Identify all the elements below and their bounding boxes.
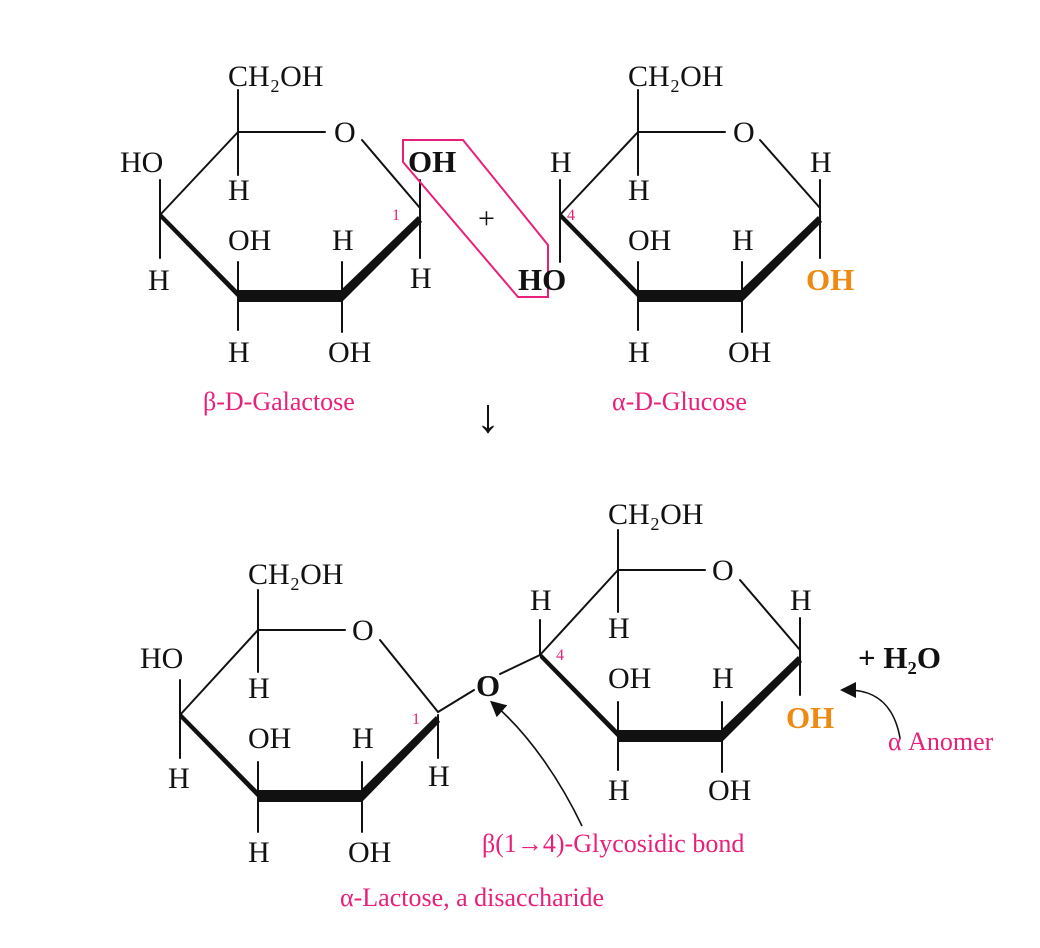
plus-sign: + bbox=[478, 202, 495, 235]
glc-c4-h: H bbox=[550, 146, 572, 179]
lac-glc-c3-oh: OH bbox=[608, 662, 651, 695]
lac-glc-c2-h: H bbox=[712, 662, 734, 695]
gal-carbon-number: 1 bbox=[392, 207, 400, 224]
lac-gal-c2-h: H bbox=[352, 722, 374, 755]
gal-c3-h: H bbox=[228, 336, 250, 369]
glc-caption: α-D-Glucose bbox=[612, 387, 747, 416]
gal-c2-h: H bbox=[332, 224, 354, 257]
glc-carbon-number: 4 bbox=[567, 207, 575, 224]
gal-c1-oh: OH bbox=[408, 144, 456, 179]
glc-c4-ho: HO bbox=[518, 262, 566, 297]
glycosidic-bond-pointer-arrow bbox=[490, 700, 583, 827]
lac-gal-c1-h: H bbox=[428, 760, 450, 793]
gal-caption: β-D-Galactose bbox=[203, 387, 355, 416]
water-product: + H₂O bbox=[858, 640, 941, 675]
gal-c5-h: H bbox=[228, 174, 250, 207]
lactose-structure: CH₂OH O HO H OH H H H H OH 1 O CH₂OH O H… bbox=[140, 498, 994, 912]
lac-glc-c1-h: H bbox=[790, 584, 812, 617]
galactose-structure: CH₂OH O HO H OH H H OH H H OH 1 β-D-Gala… bbox=[120, 60, 456, 416]
glc-c5-h: H bbox=[628, 174, 650, 207]
gal-ch2oh: CH₂OH bbox=[228, 60, 323, 93]
lac-gal-c4-h: H bbox=[168, 762, 190, 795]
lac-gal-c4-ho: HO bbox=[140, 642, 183, 675]
reaction-arrow: ↓ bbox=[476, 390, 500, 443]
lac-gal-c3-h: H bbox=[248, 836, 270, 869]
lac-glc-c1-oh-anomeric: OH bbox=[786, 700, 834, 735]
glc-c2-oh: OH bbox=[728, 336, 771, 369]
gal-c2-oh: OH bbox=[328, 336, 371, 369]
lac-gal-carbon-number: 1 bbox=[412, 711, 420, 728]
lac-gal-c3-oh: OH bbox=[248, 722, 291, 755]
gal-c1-h: H bbox=[410, 262, 432, 295]
lac-gal-ring-oxygen: O bbox=[352, 614, 374, 647]
gal-c4-h: H bbox=[148, 264, 170, 297]
anomer-pointer-arrow bbox=[840, 682, 901, 739]
glc-c2-h: H bbox=[732, 224, 754, 257]
glucose-structure: CH₂OH O H H H OH H HO OH H OH 4 α-D-Gluc… bbox=[518, 60, 854, 416]
lac-gal-c5-h: H bbox=[248, 672, 270, 705]
lac-gal-c2-oh: OH bbox=[348, 836, 391, 869]
gal-c4-ho: HO bbox=[120, 146, 163, 179]
lac-glc-c4-h: H bbox=[530, 584, 552, 617]
gal-c3-oh: OH bbox=[228, 224, 271, 257]
lactose-caption: α-Lactose, a disaccharide bbox=[340, 883, 604, 912]
anomer-label: α Anomer bbox=[888, 727, 994, 756]
lac-glc-c2-oh: OH bbox=[708, 774, 751, 807]
gal-ring-oxygen: O bbox=[334, 116, 356, 149]
glc-ch2oh: CH₂OH bbox=[628, 60, 723, 93]
glycosidic-oxygen: O bbox=[476, 668, 500, 703]
glc-c3-oh: OH bbox=[628, 224, 671, 257]
lac-glc-ch2oh: CH₂OH bbox=[608, 498, 703, 531]
glycosidic-bond-label: β(1→4)-Glycosidic bond bbox=[482, 829, 744, 858]
water-elimination-highlight bbox=[402, 139, 549, 298]
lac-glc-carbon-number: 4 bbox=[556, 647, 564, 664]
lac-glc-c3-h: H bbox=[608, 774, 630, 807]
glc-ring-oxygen: O bbox=[733, 116, 755, 149]
lac-gal-ch2oh: CH₂OH bbox=[248, 558, 343, 591]
glc-c3-h: H bbox=[628, 336, 650, 369]
glc-c1-h: H bbox=[810, 146, 832, 179]
glc-c1-oh-anomeric: OH bbox=[806, 262, 854, 297]
lac-glc-ring-oxygen: O bbox=[712, 554, 734, 587]
lac-glc-c5-h: H bbox=[608, 612, 630, 645]
